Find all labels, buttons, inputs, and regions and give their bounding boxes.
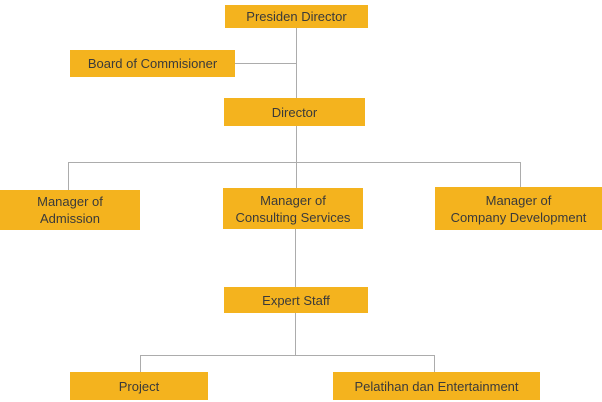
node-manager-of-admission: Manager of Admission: [0, 190, 140, 230]
connector-consulting-to-expert-vertical: [295, 229, 296, 287]
connector-managers-horizontal: [68, 162, 521, 163]
node-board-of-commisioner: Board of Commisioner: [70, 50, 235, 77]
node-expert-staff: Expert Staff: [224, 287, 368, 313]
connector-expert-down-vertical: [295, 313, 296, 355]
connector-to-manager-company-vertical: [520, 162, 521, 187]
node-presiden-director: Presiden Director: [225, 5, 368, 28]
node-manager-of-company-development: Manager of Company Development: [435, 187, 602, 230]
connector-board-of-commisioner-horizontal: [235, 63, 296, 64]
node-pelatihan-dan-entertainment: Pelatihan dan Entertainment: [333, 372, 540, 400]
connector-presiden-to-director-vertical: [296, 28, 297, 98]
connector-director-down-vertical: [296, 126, 297, 188]
node-manager-of-consulting-services: Manager of Consulting Services: [223, 188, 363, 229]
connector-bottom-horizontal: [140, 355, 435, 356]
node-director: Director: [224, 98, 365, 126]
connector-to-pelatihan-vertical: [434, 355, 435, 372]
node-project: Project: [70, 372, 208, 400]
connector-to-manager-admission-vertical: [68, 162, 69, 190]
connector-to-project-vertical: [140, 355, 141, 372]
